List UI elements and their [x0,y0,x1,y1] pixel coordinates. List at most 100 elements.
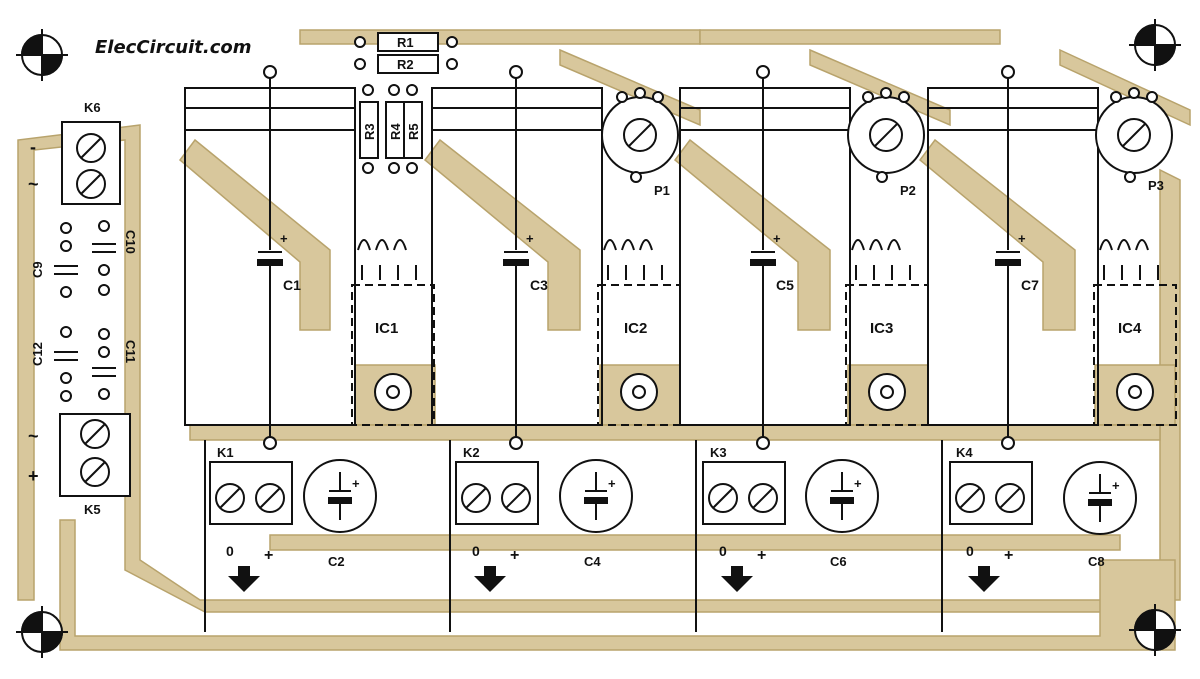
k1-label: K1 [217,445,234,460]
output-terminals [209,461,1033,525]
k5-tilde: ~ [28,426,39,446]
k1-plus: + [264,547,273,564]
ic4-label: IC4 [1118,320,1142,337]
k2-plus: + [510,547,519,564]
ground-arrows [228,566,1000,592]
capacitor-c2 [303,459,377,533]
k5-label: K5 [84,502,101,517]
trace-diag-4 [918,138,1076,331]
heatsink-4 [927,87,1099,426]
r3-label: R3 [362,123,377,140]
k3-label: K3 [710,445,727,460]
r1-label: R1 [397,35,414,50]
ic3-outline [845,284,929,426]
trace-diag-2 [423,138,581,331]
c12-label: C12 [30,342,45,366]
pot-p1 [601,87,679,183]
terminal-k4 [949,461,1033,525]
pot-p3 [1095,87,1173,183]
c7-label: C7 [1021,277,1039,293]
p2-label: P2 [900,183,916,198]
output-capacitors [303,459,1137,535]
k6-tilde: ~ [28,174,39,194]
k1-zero: 0 [226,543,234,559]
c4-plus: + [608,476,616,491]
resistors [354,32,458,174]
p1-label: P1 [654,183,670,198]
registration-mark-top-left [16,29,68,81]
capacitor-c5 [750,65,776,450]
potentiometers [601,87,1173,183]
ic-leads [357,239,1159,280]
k5-plus: + [28,466,39,486]
c3-plus: + [526,231,534,246]
capacitor-c3 [503,65,529,450]
k4-label: K4 [956,445,973,460]
terminal-k6 [61,121,121,205]
ground-arrow-3 [721,566,753,592]
capacitor-c12 [54,326,78,402]
c1-label: C1 [283,277,301,293]
c6-label: C6 [830,554,847,569]
trace-ground-strip [59,519,1176,651]
c2-plus: + [352,476,360,491]
capacitor-c10 [92,220,116,296]
k4-zero: 0 [966,543,974,559]
ic3-label: IC3 [870,320,893,337]
k3-plus: + [757,547,766,564]
terminal-k1 [209,461,293,525]
heatsink-3 [679,87,851,426]
ground-arrow-1 [228,566,260,592]
input-terminals [59,121,131,497]
terminal-k3 [702,461,786,525]
pot-p2 [847,87,925,183]
brand-watermark: ElecCircuit.com [95,37,252,58]
r5-label: R5 [406,123,421,140]
registration-marks [16,19,1181,658]
c7-plus: + [1018,231,1026,246]
terminal-k5 [59,413,131,497]
k2-zero: 0 [472,543,480,559]
capacitor-c1 [257,65,283,450]
ground-arrow-2 [474,566,506,592]
c8-plus: + [1112,478,1120,493]
c11-label: C11 [123,340,138,363]
c2-label: C2 [328,554,345,569]
r2-label: R2 [397,57,414,72]
ic2-label: IC2 [624,320,647,337]
ic4-outline [1093,284,1177,426]
output-ground-rails [204,440,943,632]
trace-top-mid [699,29,1001,45]
k2-label: K2 [463,445,480,460]
ic2-outline [597,284,681,426]
capacitor-c6 [805,459,879,533]
copper-traces [17,29,1191,651]
ic-outlines [351,284,1177,426]
ground-arrow-4 [968,566,1000,592]
k4-plus: + [1004,547,1013,564]
capacitor-c9 [54,222,78,298]
c4-label: C4 [584,554,601,569]
registration-mark-bottom-left [16,606,68,658]
capacitor-c7 [995,65,1021,450]
c1-plus: + [280,231,288,246]
trace-pot-2 [809,48,951,127]
trace-mid-1 [189,424,1161,441]
r4-label: R4 [388,123,403,140]
c10-label: C10 [123,230,138,254]
ic1-label: IC1 [375,320,398,337]
k6-label: K6 [84,100,101,115]
capacitor-c4 [559,459,633,533]
c5-label: C5 [776,277,794,293]
registration-mark-top-right [1129,19,1181,71]
capacitor-c8 [1063,461,1137,535]
filter-capacitors [54,220,116,402]
main-capacitors [257,65,1021,450]
c6-plus: + [854,476,862,491]
registration-mark-bottom-right [1129,604,1181,656]
trace-diag-3 [673,138,831,331]
c8-label: C8 [1088,554,1105,569]
c3-label: C3 [530,277,548,293]
